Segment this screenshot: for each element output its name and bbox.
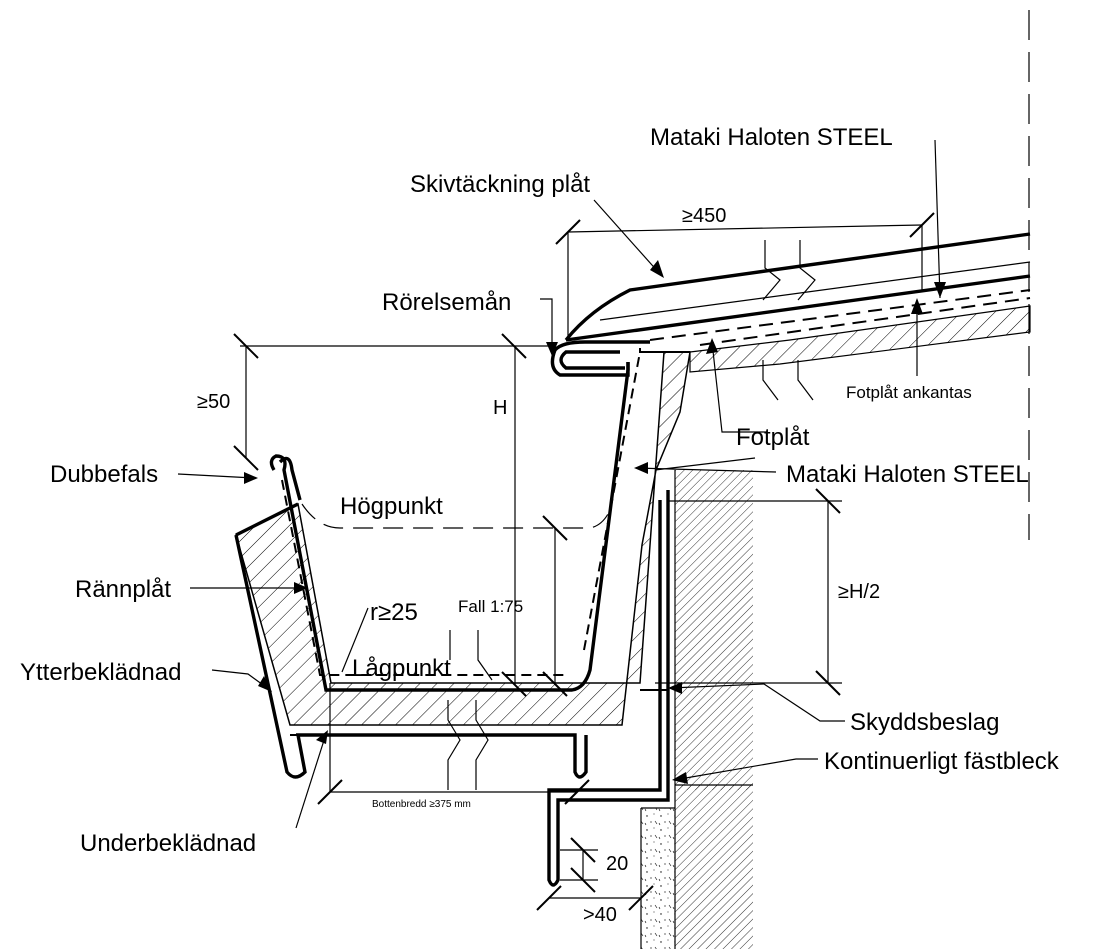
dim-H2-lines: [655, 488, 842, 696]
mataki-top-label: Mataki Haloten STEEL: [650, 124, 893, 151]
dim-450-line: [555, 212, 935, 340]
ytterbekladnad-label: Ytterbeklädnad: [20, 659, 181, 686]
dim-20-label: 20: [606, 853, 628, 875]
gutter-insulation: [235, 351, 691, 726]
lagpunkt-label: Lågpunkt: [352, 655, 451, 682]
movement-fold: [550, 340, 690, 377]
fotplat-label: Fotplåt: [736, 424, 810, 451]
fotplat-ankantas-label: Fotplåt ankantas: [846, 383, 972, 402]
skyddsbeslag-label: Skyddsbeslag: [850, 709, 999, 736]
dim-40-label: >40: [583, 904, 617, 926]
wall-insulation: [640, 807, 675, 949]
dim-H-lines: [233, 333, 568, 697]
mataki-side-label: Mataki Haloten STEEL: [786, 461, 1029, 488]
hogpunkt-label: Högpunkt: [340, 493, 443, 520]
skivtackning-label: Skivtäckning plåt: [410, 171, 590, 198]
leader-lines: [177, 139, 941, 829]
break-lines: [447, 240, 816, 790]
gutter-sheet: [269, 351, 641, 692]
outer-cladding: [234, 502, 588, 779]
dim-small-lines: [536, 837, 654, 911]
rannplat-label: Rännplåt: [75, 576, 171, 603]
dim-H2-label: ≥H/2: [838, 581, 880, 603]
bottenbredd-label: Bottenbredd ≥375 mm: [372, 799, 471, 810]
protection-strip: [547, 490, 670, 887]
roof-cover-plate: [564, 232, 1031, 373]
dim-bottom-lines: [317, 683, 590, 805]
dim-450-label: ≥450: [682, 205, 726, 227]
dubbefals-label: Dubbefals: [50, 461, 158, 488]
r25-label: r≥25: [370, 599, 418, 626]
rorelseman-label: Rörelsemån: [382, 289, 511, 316]
wall: [654, 457, 756, 949]
arrowheads: [244, 260, 946, 784]
dim-H-label: H: [493, 397, 507, 419]
level-lines: [301, 503, 613, 529]
fall-label: Fall 1:75: [458, 597, 523, 616]
kontinuerligt-label: Kontinuerligt fästbleck: [824, 748, 1060, 775]
dim-50-label: ≥50: [197, 391, 230, 413]
underbekladnad-label: Underbeklädnad: [80, 830, 256, 857]
